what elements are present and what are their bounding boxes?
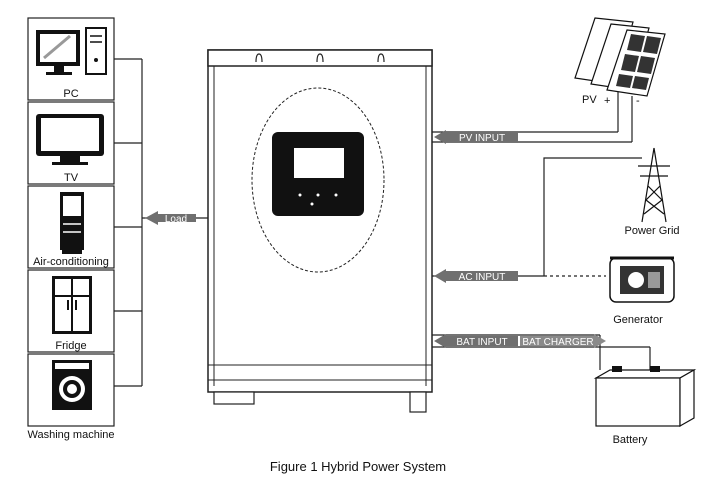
- pv-panel-icon: [574, 17, 666, 97]
- inverter-unit: [207, 49, 433, 413]
- fridge-icon: [52, 276, 92, 334]
- pv-plus-label: +: [604, 95, 610, 107]
- bat-input-label: BAT INPUT: [456, 337, 507, 348]
- load-label-washing-machine: Washing machine: [27, 429, 114, 441]
- pv-input-label: PV INPUT: [459, 133, 505, 144]
- pv-minus-label: -: [636, 95, 640, 107]
- air-conditioner-icon: [60, 192, 84, 254]
- tv-icon: [36, 114, 104, 165]
- load-box-air-conditioning: [27, 185, 115, 269]
- load-label-pc: PC: [63, 88, 78, 100]
- load-label-fridge: Fridge: [55, 340, 86, 352]
- load-box-washing-machine: [27, 353, 115, 427]
- load-arrow-label: Load: [165, 214, 187, 225]
- generator-icon: [609, 256, 675, 303]
- bat-charger-label: BAT CHARGER: [522, 337, 593, 348]
- pv-input-arrow: [434, 130, 518, 144]
- load-box-fridge: [27, 269, 115, 353]
- ac-input-label: AC INPUT: [459, 272, 506, 283]
- load-box-pc: [27, 17, 115, 101]
- generator-label: Generator: [613, 314, 663, 326]
- ac-input-arrow: [434, 269, 518, 283]
- bat-input-arrow: [434, 334, 518, 348]
- battery-label: Battery: [613, 434, 648, 446]
- pc-icon: [36, 27, 107, 75]
- bat-charger-arrow: [520, 334, 606, 348]
- load-arrow: [145, 211, 196, 225]
- load-box-tv: [27, 101, 115, 185]
- power-grid-tower-icon: [638, 147, 670, 223]
- power-grid-label: Power Grid: [624, 225, 679, 237]
- washing-machine-icon: [52, 360, 92, 410]
- load-bus: [114, 58, 208, 387]
- figure-caption: Figure 1 Hybrid Power System: [270, 459, 446, 474]
- load-label-air-conditioning: Air-conditioning: [33, 256, 109, 268]
- pv-label: PV: [582, 94, 597, 106]
- load-label-tv: TV: [64, 172, 79, 184]
- battery-icon: [593, 366, 697, 428]
